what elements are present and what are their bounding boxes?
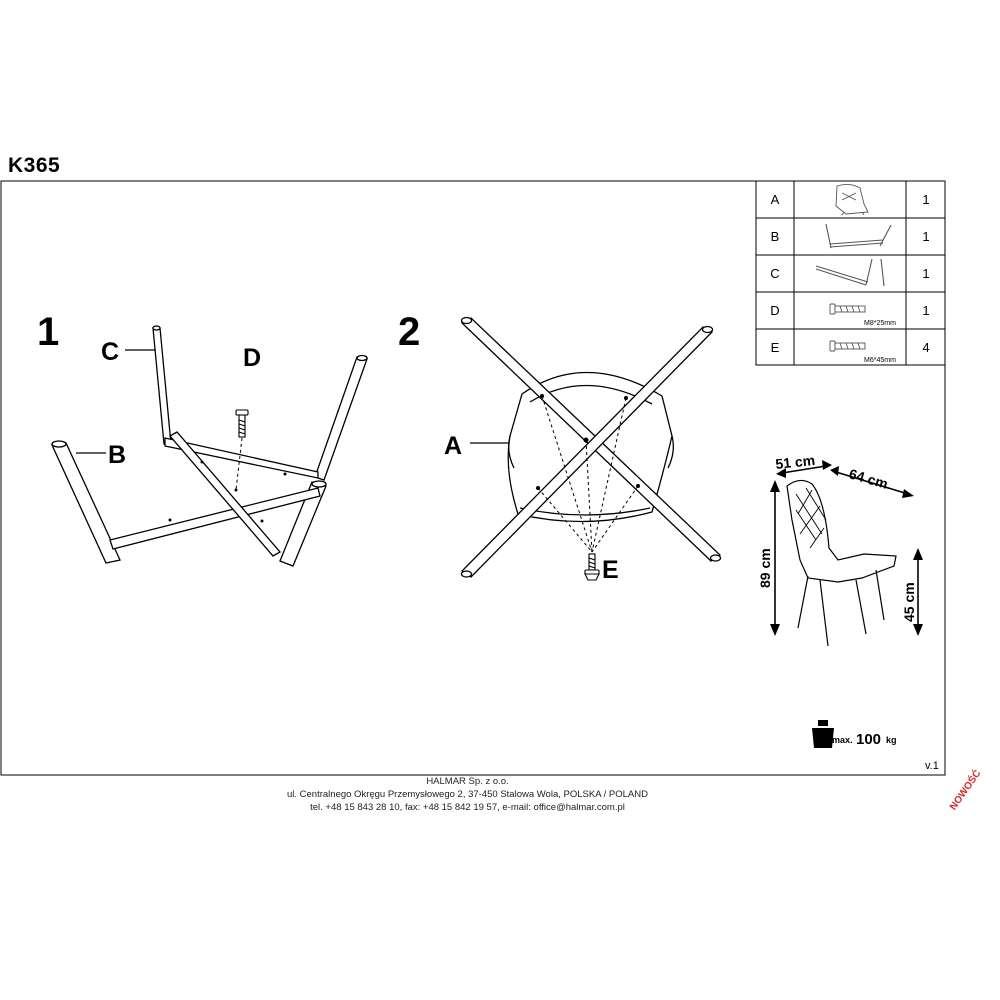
chair-side-view xyxy=(786,479,897,647)
frame-c xyxy=(152,325,368,481)
product-code: K365 xyxy=(8,154,61,177)
company-contact: tel. +48 15 843 28 10, fax: +48 15 842 1… xyxy=(310,802,625,813)
frame-hole xyxy=(234,488,238,492)
bolt-e-guides xyxy=(537,395,639,553)
bolt-size-label: M8*25mm xyxy=(864,320,896,327)
dimension-width: 64 cm xyxy=(847,466,890,492)
bolt-icon xyxy=(829,340,866,352)
load-value: 100 xyxy=(856,731,881,748)
dimension-seat-height: 45 cm xyxy=(901,582,917,622)
part-letter: C xyxy=(770,266,779,281)
dimension-height: 89 cm xyxy=(757,548,773,588)
step-1: 1 C D B xyxy=(37,310,368,567)
bolt-icon xyxy=(829,303,866,315)
part-qty: 1 xyxy=(922,303,929,318)
frame-hole xyxy=(168,518,172,522)
part-qty: 1 xyxy=(922,229,929,244)
seat-icon xyxy=(835,183,869,216)
frame-hole xyxy=(260,519,264,523)
load-unit: kg xyxy=(886,735,897,745)
parts-table xyxy=(755,180,946,366)
weight-icon xyxy=(812,720,834,748)
company-name: HALMAR Sp. z o.o. xyxy=(426,776,509,787)
company-address: ul. Centralnego Okręgu Przemysłowego 2, … xyxy=(286,789,648,800)
part-letter: D xyxy=(770,303,779,318)
cross-brace xyxy=(168,431,282,557)
frame-hole xyxy=(283,472,287,476)
part-qty: 1 xyxy=(922,192,929,207)
bolt-d xyxy=(235,409,249,438)
bolt-size-label: M6*45mm xyxy=(864,357,896,364)
part-qty: 1 xyxy=(922,266,929,281)
step-2-number: 2 xyxy=(398,310,420,354)
step-2: 2 A E xyxy=(398,310,722,584)
dimension-depth: 51 cm xyxy=(775,452,816,472)
step-1-number: 1 xyxy=(37,310,59,354)
frame-hole xyxy=(200,460,204,464)
part-letter: E xyxy=(771,340,780,355)
front-leg-frame-icon xyxy=(825,223,892,249)
rear-leg-frame-icon xyxy=(815,258,885,287)
sheet-border xyxy=(0,180,946,776)
step-1-label-c: C xyxy=(101,338,119,366)
bolt-d-guide xyxy=(235,437,243,491)
company-footer: HALMAR Sp. z o.o. ul. Centralnego Okręgu… xyxy=(200,775,735,814)
version-label: v.1 xyxy=(925,760,939,772)
part-qty: 4 xyxy=(922,340,929,355)
bolt-e xyxy=(584,553,600,581)
part-letter: A xyxy=(771,192,780,207)
step-1-label-b: B xyxy=(108,441,126,469)
step-2-label-e: E xyxy=(602,556,619,584)
part-letter: B xyxy=(771,229,780,244)
dimension-arrows xyxy=(770,460,923,636)
frame-b xyxy=(51,440,327,567)
step-2-label-a: A xyxy=(444,432,462,460)
load-prefix: max. xyxy=(832,735,853,745)
step-1-label-d: D xyxy=(243,344,261,372)
